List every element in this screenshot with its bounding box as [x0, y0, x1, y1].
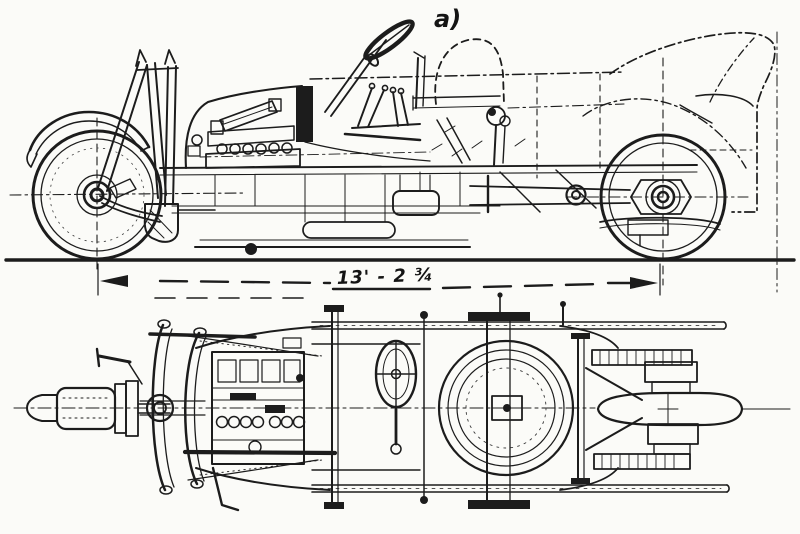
caption-label: a)	[434, 5, 461, 33]
rear-wheel	[565, 57, 749, 286]
dimension-arrow-left	[100, 275, 128, 287]
front-cradle	[139, 319, 207, 495]
flywheel	[437, 292, 590, 509]
dimension-arrow-right	[630, 277, 658, 289]
cockpit-body-outline	[309, 38, 625, 179]
nose-cone	[26, 347, 171, 437]
rear-wheel-plan	[596, 391, 744, 427]
wheelbase-dimension-label: 13' - 2 ¾	[336, 265, 434, 289]
control-levers	[343, 51, 471, 164]
front-fork	[97, 49, 179, 243]
cross-shafts	[311, 305, 428, 509]
steering-wheel-plan	[374, 339, 418, 455]
front-fender	[26, 110, 151, 168]
chassis-frame	[159, 164, 698, 255]
steering-wheel-icon	[363, 19, 415, 61]
tail-body-outline	[582, 31, 778, 293]
engine-plan	[211, 337, 306, 512]
side-tubes	[311, 321, 730, 493]
side-elevation-view: a)	[4, 5, 796, 293]
engine-side	[184, 84, 431, 170]
plan-view	[13, 292, 791, 512]
rear-axle-plan	[585, 349, 744, 470]
driveline	[469, 169, 631, 214]
wheelbase-dimension: 13' - 2 ¾	[97, 263, 661, 299]
front-wheel	[9, 117, 246, 273]
